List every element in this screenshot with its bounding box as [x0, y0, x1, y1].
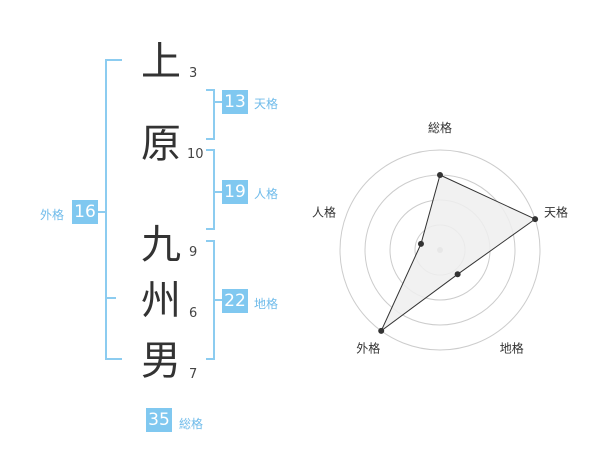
- stroke-count-5: 7: [189, 367, 198, 382]
- radar-axis-label: 外格: [356, 341, 380, 356]
- stroke-count-3: 9: [189, 245, 198, 260]
- radar-point: [417, 240, 424, 247]
- tenkaku-value: 13: [222, 90, 248, 114]
- gaikaku-bracket: [105, 59, 122, 360]
- name-char-3: 九: [141, 222, 181, 268]
- gaikaku-label: 外格: [40, 208, 65, 222]
- radar-axis-label: 天格: [544, 204, 568, 219]
- radar-ring: [339, 149, 541, 351]
- tenkaku-bracket: [206, 89, 215, 140]
- soukaku-label: 総格: [179, 417, 204, 431]
- radar-axis-label: 総格: [428, 120, 452, 135]
- jinkaku-label: 人格: [254, 187, 279, 201]
- radar-point: [437, 172, 443, 178]
- radar-series-shape: [380, 174, 537, 332]
- chikaku-value: 22: [222, 289, 248, 313]
- stroke-count-2: 10: [187, 147, 204, 162]
- gaikaku-value: 16: [72, 200, 98, 224]
- stroke-count-1: 3: [189, 66, 198, 81]
- radar-point: [454, 271, 461, 278]
- stroke-count-4: 6: [189, 306, 198, 321]
- soukaku-value: 35: [146, 408, 172, 432]
- radar-axis-label: 地格: [500, 341, 524, 356]
- name-char-2: 原: [141, 121, 181, 167]
- tenkaku-label: 天格: [254, 97, 279, 111]
- name-char-1: 上: [141, 39, 181, 85]
- name-char-5: 男: [141, 338, 181, 384]
- radar-point: [532, 216, 539, 223]
- radar-point: [378, 327, 385, 334]
- jinkaku-bracket: [206, 149, 215, 230]
- chikaku-label: 地格: [254, 297, 279, 311]
- radar-axis-label: 人格: [312, 204, 336, 219]
- name-char-4: 州: [141, 278, 181, 324]
- jinkaku-value: 19: [222, 180, 248, 204]
